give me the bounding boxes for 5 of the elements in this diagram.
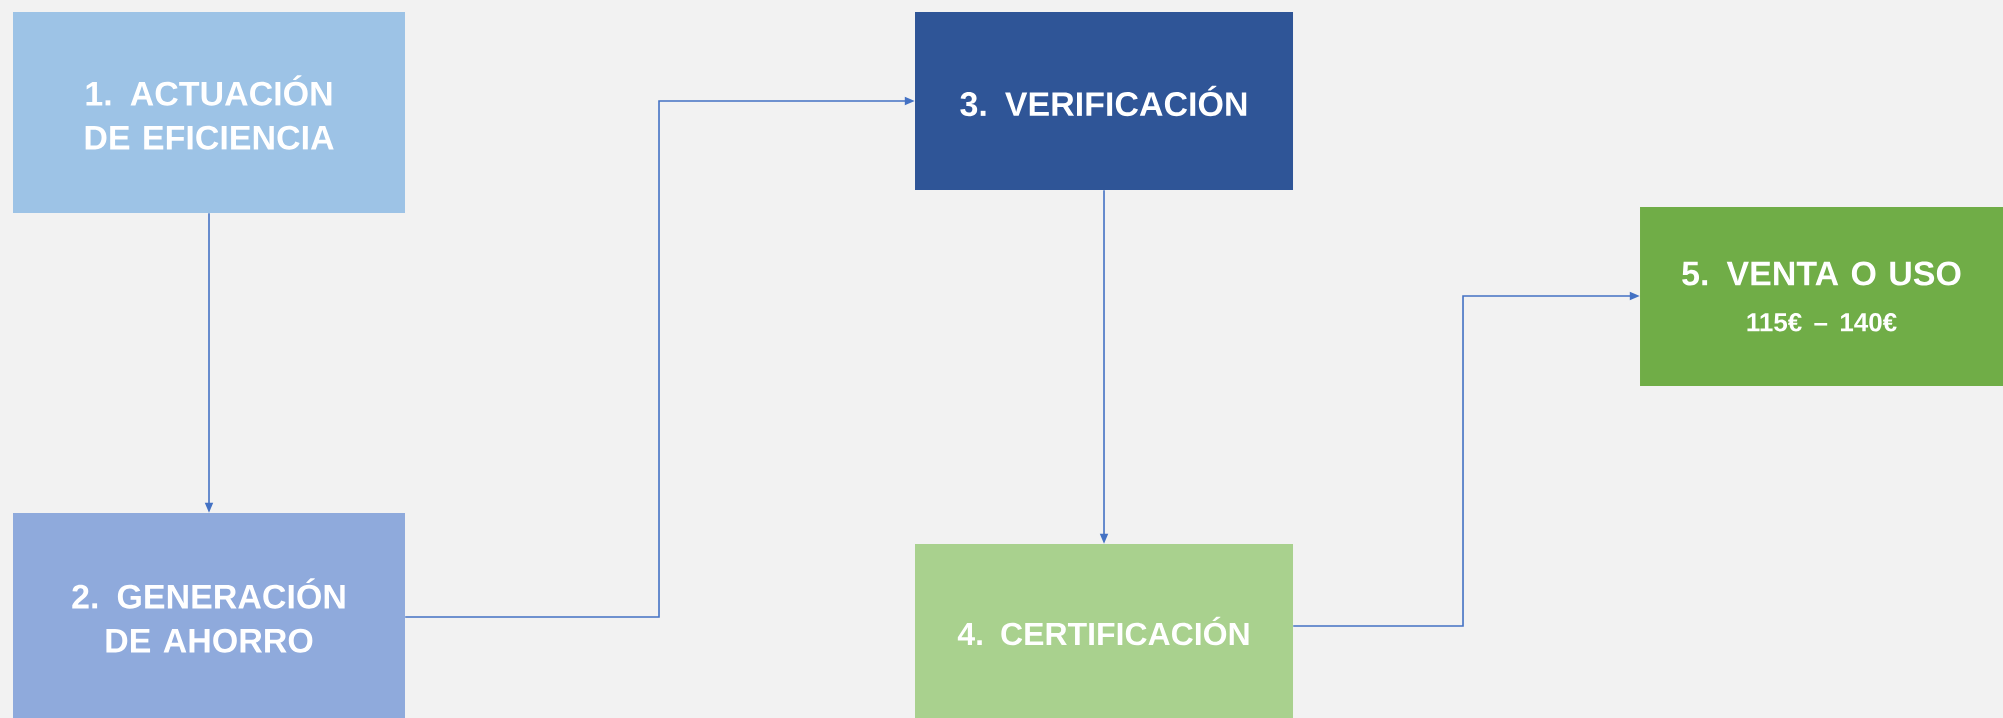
- process-box: 2. GENERACIÓN DE AHORRO: [13, 513, 405, 718]
- process-box: 5. VENTA O USO 115€ – 140€: [1640, 207, 2003, 386]
- process-box: 1. ACTUACIÓN DE EFICIENCIA: [13, 12, 405, 213]
- process-box: 4. CERTIFICACIÓN: [915, 544, 1293, 718]
- process-box: 3. VERIFICACIÓN: [915, 12, 1293, 190]
